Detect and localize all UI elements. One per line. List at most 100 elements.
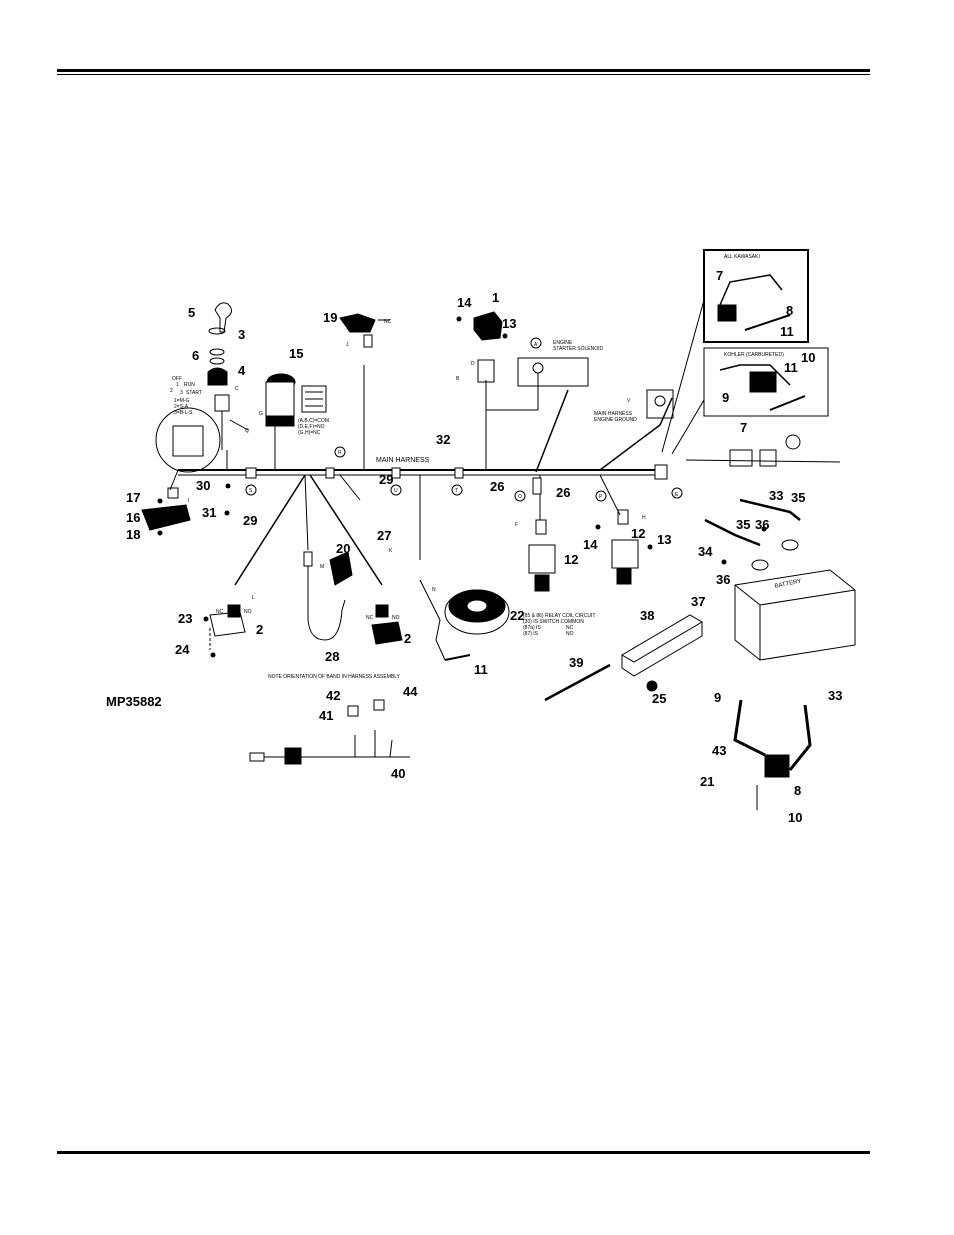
engine-solenoid-label-2: STARTER SOLENOID <box>553 346 603 352</box>
switch-no-left: NO <box>244 609 252 615</box>
connector-letter-b: B <box>456 376 460 382</box>
lower-harness <box>249 699 410 765</box>
ignition-2: 2 <box>170 388 173 394</box>
connector-letter-u: U <box>394 488 398 494</box>
callout-11-inset-b: 11 <box>784 360 798 375</box>
callout-33: 33 <box>828 688 842 703</box>
connector-letter-g: G <box>259 411 263 417</box>
band-note: NOTE ORIENTATION OF BAND IN HARNESS ASSE… <box>268 674 401 680</box>
connector-letter-k: K <box>389 548 393 554</box>
callout-14-top: 14 <box>457 295 472 310</box>
callout-13-top: 13 <box>502 316 516 331</box>
connector-letter-t: T <box>455 488 458 494</box>
callout-11-inset-a: 11 <box>780 324 794 339</box>
seat-code-3: (G,H)=NC <box>298 430 321 436</box>
engine-ground-label-2: ENGINE GROUND <box>594 417 637 423</box>
callout-8-inset: 8 <box>786 303 793 318</box>
mower-connector <box>303 551 353 641</box>
callout-2-right: 2 <box>404 631 411 646</box>
callout-25: 25 <box>652 691 666 706</box>
callout-36: 36 <box>716 572 730 587</box>
figure-code: MP35882 <box>106 694 162 709</box>
callout-20: 20 <box>336 541 350 556</box>
connector-letter-m: M <box>320 564 324 570</box>
pto-clutch <box>419 579 510 661</box>
callout-10: 10 <box>788 810 802 825</box>
connector-letter-d: D <box>471 361 475 367</box>
connector-letter-l: L <box>252 595 255 601</box>
relay-code-3: (87a) IS <box>523 625 541 631</box>
callout-15: 15 <box>289 346 303 361</box>
ignition-run: RUN <box>184 382 195 388</box>
callout-9-inset: 9 <box>722 390 729 405</box>
engine-ground <box>646 389 674 419</box>
ignition-code-2: 2=S-A <box>174 404 189 410</box>
connector-letter-p: P <box>599 494 603 500</box>
ignition-off: OFF <box>172 376 182 382</box>
callout-10-inset: 10 <box>801 350 815 365</box>
callout-2-left: 2 <box>256 622 263 637</box>
callout-7: 7 <box>740 420 747 435</box>
relay-code-2: (30) IS SWITCH COMMON <box>523 619 584 625</box>
connector-letter-s: S <box>249 488 253 494</box>
connector-letter-r: R <box>338 450 342 456</box>
connector-letter-f: F <box>515 522 518 528</box>
seat-code-1: (A,B,C)=COM. <box>298 418 330 424</box>
connector-letter-c: C <box>235 386 239 392</box>
battery-cables <box>704 498 801 547</box>
callout-14-right: 14 <box>583 537 598 552</box>
ignition-code-1: 1=M-G <box>174 398 190 404</box>
callout-9: 9 <box>714 690 721 705</box>
starter-cable-detail <box>733 699 812 810</box>
callout-18: 18 <box>126 527 140 542</box>
battery <box>734 539 856 661</box>
callout-3: 3 <box>238 327 245 342</box>
switch-nc-right: NC <box>366 615 374 621</box>
ignition-start: START <box>186 390 202 396</box>
engine-solenoid-label-1: ENGINE <box>553 340 573 346</box>
callout-31: 31 <box>202 505 216 520</box>
main-harness <box>169 365 683 586</box>
connector-letter-i: I <box>188 498 189 504</box>
seat-switch <box>265 373 327 427</box>
kohler-rectifier <box>685 434 841 467</box>
relay-right <box>611 509 639 585</box>
callout-44: 44 <box>403 684 418 699</box>
inset-leader-lines <box>661 299 705 455</box>
callout-12-right: 12 <box>631 526 645 541</box>
callout-1: 1 <box>492 290 499 305</box>
callout-34: 34 <box>698 544 713 559</box>
relay-left <box>528 519 556 592</box>
top-rule-thin <box>57 74 870 75</box>
connector-letter-a: A <box>534 342 538 348</box>
relay-code-6: NO <box>566 631 574 637</box>
connector-letter-o: O <box>518 494 522 500</box>
callout-5: 5 <box>188 305 195 320</box>
callout-21: 21 <box>700 774 714 789</box>
callout-43: 43 <box>712 743 726 758</box>
callout-6: 6 <box>192 348 199 363</box>
callout-16: 16 <box>126 510 140 525</box>
callout-29-right: 29 <box>379 472 393 487</box>
switch-no-right: NO <box>392 615 400 621</box>
inset-kohler-label: KOHLER (CARBURETED) <box>724 352 784 358</box>
ignition-1: 1 <box>176 382 179 388</box>
inset-kawasaki-label: ALL KAWASAKI <box>724 254 760 260</box>
relay-code-4: NC <box>566 625 574 631</box>
hour-meter <box>141 487 191 531</box>
callout-23: 23 <box>178 611 192 626</box>
connector-letter-n: N <box>432 587 436 593</box>
callout-32: 32 <box>436 432 450 447</box>
callout-36-top: 36 <box>755 517 769 532</box>
callout-12-left: 12 <box>564 552 578 567</box>
diagram-text: MAIN HARNESS MP35882 BATTERY ENGINE STAR… <box>106 254 842 825</box>
main-harness-label: MAIN HARNESS <box>376 457 430 464</box>
callout-41: 41 <box>319 708 333 723</box>
callout-35-top: 35 <box>791 490 805 505</box>
pto-nc: NC <box>384 319 392 325</box>
bottom-rule <box>57 1151 870 1154</box>
callout-22: 22 <box>510 608 524 623</box>
callout-4: 4 <box>238 363 246 378</box>
callout-26-left: 26 <box>490 479 504 494</box>
